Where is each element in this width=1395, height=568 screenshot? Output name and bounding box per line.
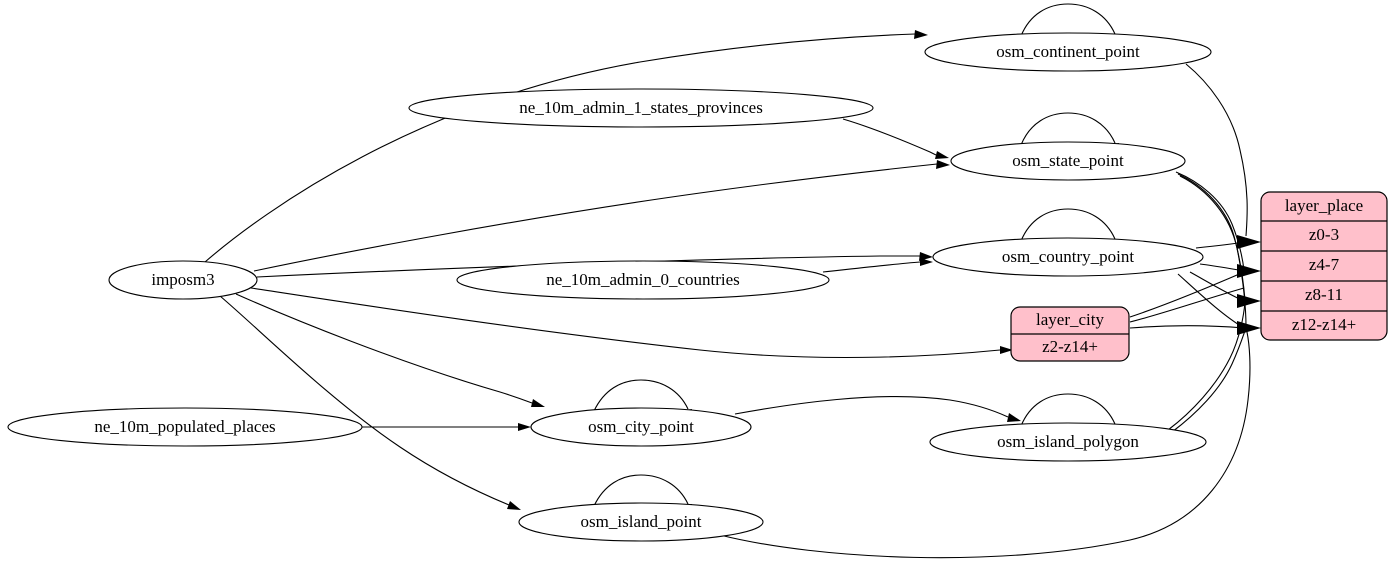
edge-osm_country_point-to-layer_place-z12-z14+ bbox=[1177, 273, 1245, 329]
arrowhead bbox=[920, 258, 933, 266]
arrowhead bbox=[1000, 346, 1013, 354]
edge-self-osm_state_point bbox=[1020, 112, 1116, 146]
edge-osm_state_point-to-layer_place-z12-z14+ bbox=[1179, 175, 1247, 327]
record-shape-layer_place[interactable] bbox=[1260, 191, 1388, 341]
edge-imposm3-to-osm_island_point bbox=[219, 295, 510, 506]
arrowhead bbox=[936, 160, 950, 169]
arrowhead bbox=[1007, 413, 1021, 422]
edge-layer_city-to-layer_place-z8-11 bbox=[1129, 287, 1245, 323]
edge-imposm3-to-osm_state_point bbox=[253, 163, 938, 272]
edge-layer_city-to-layer_place-z12-z14+ bbox=[1129, 325, 1245, 329]
edge-osm_state_point-to-layer_place-z4-7 bbox=[1175, 171, 1245, 271]
edge-self-osm_continent_point bbox=[1020, 3, 1116, 37]
arrowhead bbox=[919, 252, 933, 261]
record-row-layer_place-0[interactable]: z0-3 bbox=[1309, 225, 1339, 244]
edge-osm_island_point-to-layer_place-z12-z14+ bbox=[719, 331, 1251, 559]
node-shape-ellipse[interactable] bbox=[924, 32, 1212, 72]
edge-osm_island_polygon-to-layer_place-z12-z14+ bbox=[1171, 327, 1247, 433]
arrowhead bbox=[914, 30, 928, 39]
node-label: osm_country_point bbox=[1002, 247, 1134, 266]
edge-self-osm_island_polygon bbox=[1020, 393, 1116, 427]
node-label: ne_10m_populated_places bbox=[94, 417, 275, 436]
node-osm_island_polygon[interactable]: osm_island_polygon bbox=[929, 422, 1207, 462]
node-ne_10m_populated_places[interactable]: ne_10m_populated_places bbox=[7, 407, 363, 447]
node-ne_10m_admin_1_states_provinces[interactable]: ne_10m_admin_1_states_provinces bbox=[408, 88, 874, 128]
node-imposm3[interactable]: imposm3 bbox=[108, 260, 258, 300]
node-shape-ellipse[interactable] bbox=[7, 407, 363, 447]
edge-imposm3-to-layer_city bbox=[250, 287, 1001, 359]
arrowhead-layer_place-z4-7 bbox=[1237, 264, 1261, 278]
node-label: osm_state_point bbox=[1012, 151, 1124, 170]
node-osm_state_point[interactable]: osm_state_point bbox=[950, 141, 1186, 181]
edge-osm_country_point-to-layer_place-z8-11 bbox=[1189, 271, 1245, 302]
record-title-layer_city: layer_city bbox=[1036, 310, 1104, 329]
edge-imposm3-to-osm_city_point bbox=[235, 293, 533, 404]
record-row-layer_place-1[interactable]: z4-7 bbox=[1309, 255, 1340, 274]
node-label: osm_island_polygon bbox=[997, 432, 1139, 451]
node-osm_city_point[interactable]: osm_city_point bbox=[530, 407, 752, 447]
node-label: osm_continent_point bbox=[996, 42, 1140, 61]
arrowhead bbox=[507, 501, 521, 510]
arrowhead bbox=[935, 151, 949, 159]
arrowhead bbox=[531, 399, 545, 407]
arrowhead bbox=[518, 423, 531, 431]
edge-osm_continent_point-to-layer_place-z0-3 bbox=[1185, 63, 1248, 237]
edge-self-osm_city_point bbox=[593, 379, 689, 412]
record-node-layer_city[interactable]: layer_city z2-z14+ bbox=[1010, 306, 1130, 362]
edge-osm_state_point-to-layer_place-z8-11 bbox=[1177, 173, 1246, 301]
record-node-layer_place[interactable]: layer_place z0-3 z4-7 z8-11 z12-z14+ bbox=[1260, 191, 1388, 341]
arrowhead-layer_place-z8-11 bbox=[1237, 294, 1261, 308]
node-osm_island_point[interactable]: osm_island_point bbox=[518, 502, 764, 542]
node-label: osm_island_point bbox=[581, 512, 702, 531]
node-label: imposm3 bbox=[151, 270, 214, 289]
edge-layer_city-to-layer_place-z0-3 bbox=[1129, 271, 1245, 318]
node-shape-ellipse[interactable] bbox=[929, 422, 1207, 462]
record-row-layer_place-3[interactable]: z12-z14+ bbox=[1292, 315, 1356, 334]
node-ne_10m_admin_0_countries[interactable]: ne_10m_admin_0_countries bbox=[456, 260, 830, 300]
node-layer: imposm3 ne_10m_admin_1_states_provinces … bbox=[7, 32, 1212, 542]
edge-ne_countries-to-osm_country_point bbox=[822, 261, 921, 273]
node-shape-ellipse[interactable] bbox=[518, 502, 764, 542]
node-label: ne_10m_admin_1_states_provinces bbox=[519, 98, 763, 117]
node-osm_country_point[interactable]: osm_country_point bbox=[932, 237, 1204, 277]
edge-ne_states-to-osm_state_point bbox=[842, 118, 937, 156]
node-shape-ellipse[interactable] bbox=[456, 260, 830, 300]
edge-imposm3-to-osm_continent_point bbox=[204, 33, 916, 263]
node-shape-ellipse[interactable] bbox=[408, 88, 874, 128]
edge-self-osm_island_point bbox=[593, 474, 689, 507]
arrowhead-layer_place-z0-3 bbox=[1237, 235, 1261, 249]
node-shape-ellipse[interactable] bbox=[950, 141, 1186, 181]
edge-osm_city_point-to-osm_island_polygon bbox=[734, 396, 1009, 418]
node-shape-ellipse[interactable] bbox=[530, 407, 752, 447]
edge-osm_island_polygon-to-layer_place-z8-11 bbox=[1167, 301, 1246, 431]
node-shape-ellipse[interactable] bbox=[108, 260, 258, 300]
arrowhead-layer_place-z12-z14+ bbox=[1237, 321, 1261, 335]
edge-self-osm_country_point bbox=[1020, 208, 1116, 242]
node-label: osm_city_point bbox=[588, 417, 694, 436]
record-title-layer_place: layer_place bbox=[1285, 196, 1363, 215]
node-shape-ellipse[interactable] bbox=[932, 237, 1204, 277]
record-row-layer_place-2[interactable]: z8-11 bbox=[1305, 285, 1343, 304]
node-osm_continent_point[interactable]: osm_continent_point bbox=[924, 32, 1212, 72]
node-label: ne_10m_admin_0_countries bbox=[546, 270, 740, 289]
record-row-layer_city-0[interactable]: z2-z14+ bbox=[1042, 337, 1098, 356]
